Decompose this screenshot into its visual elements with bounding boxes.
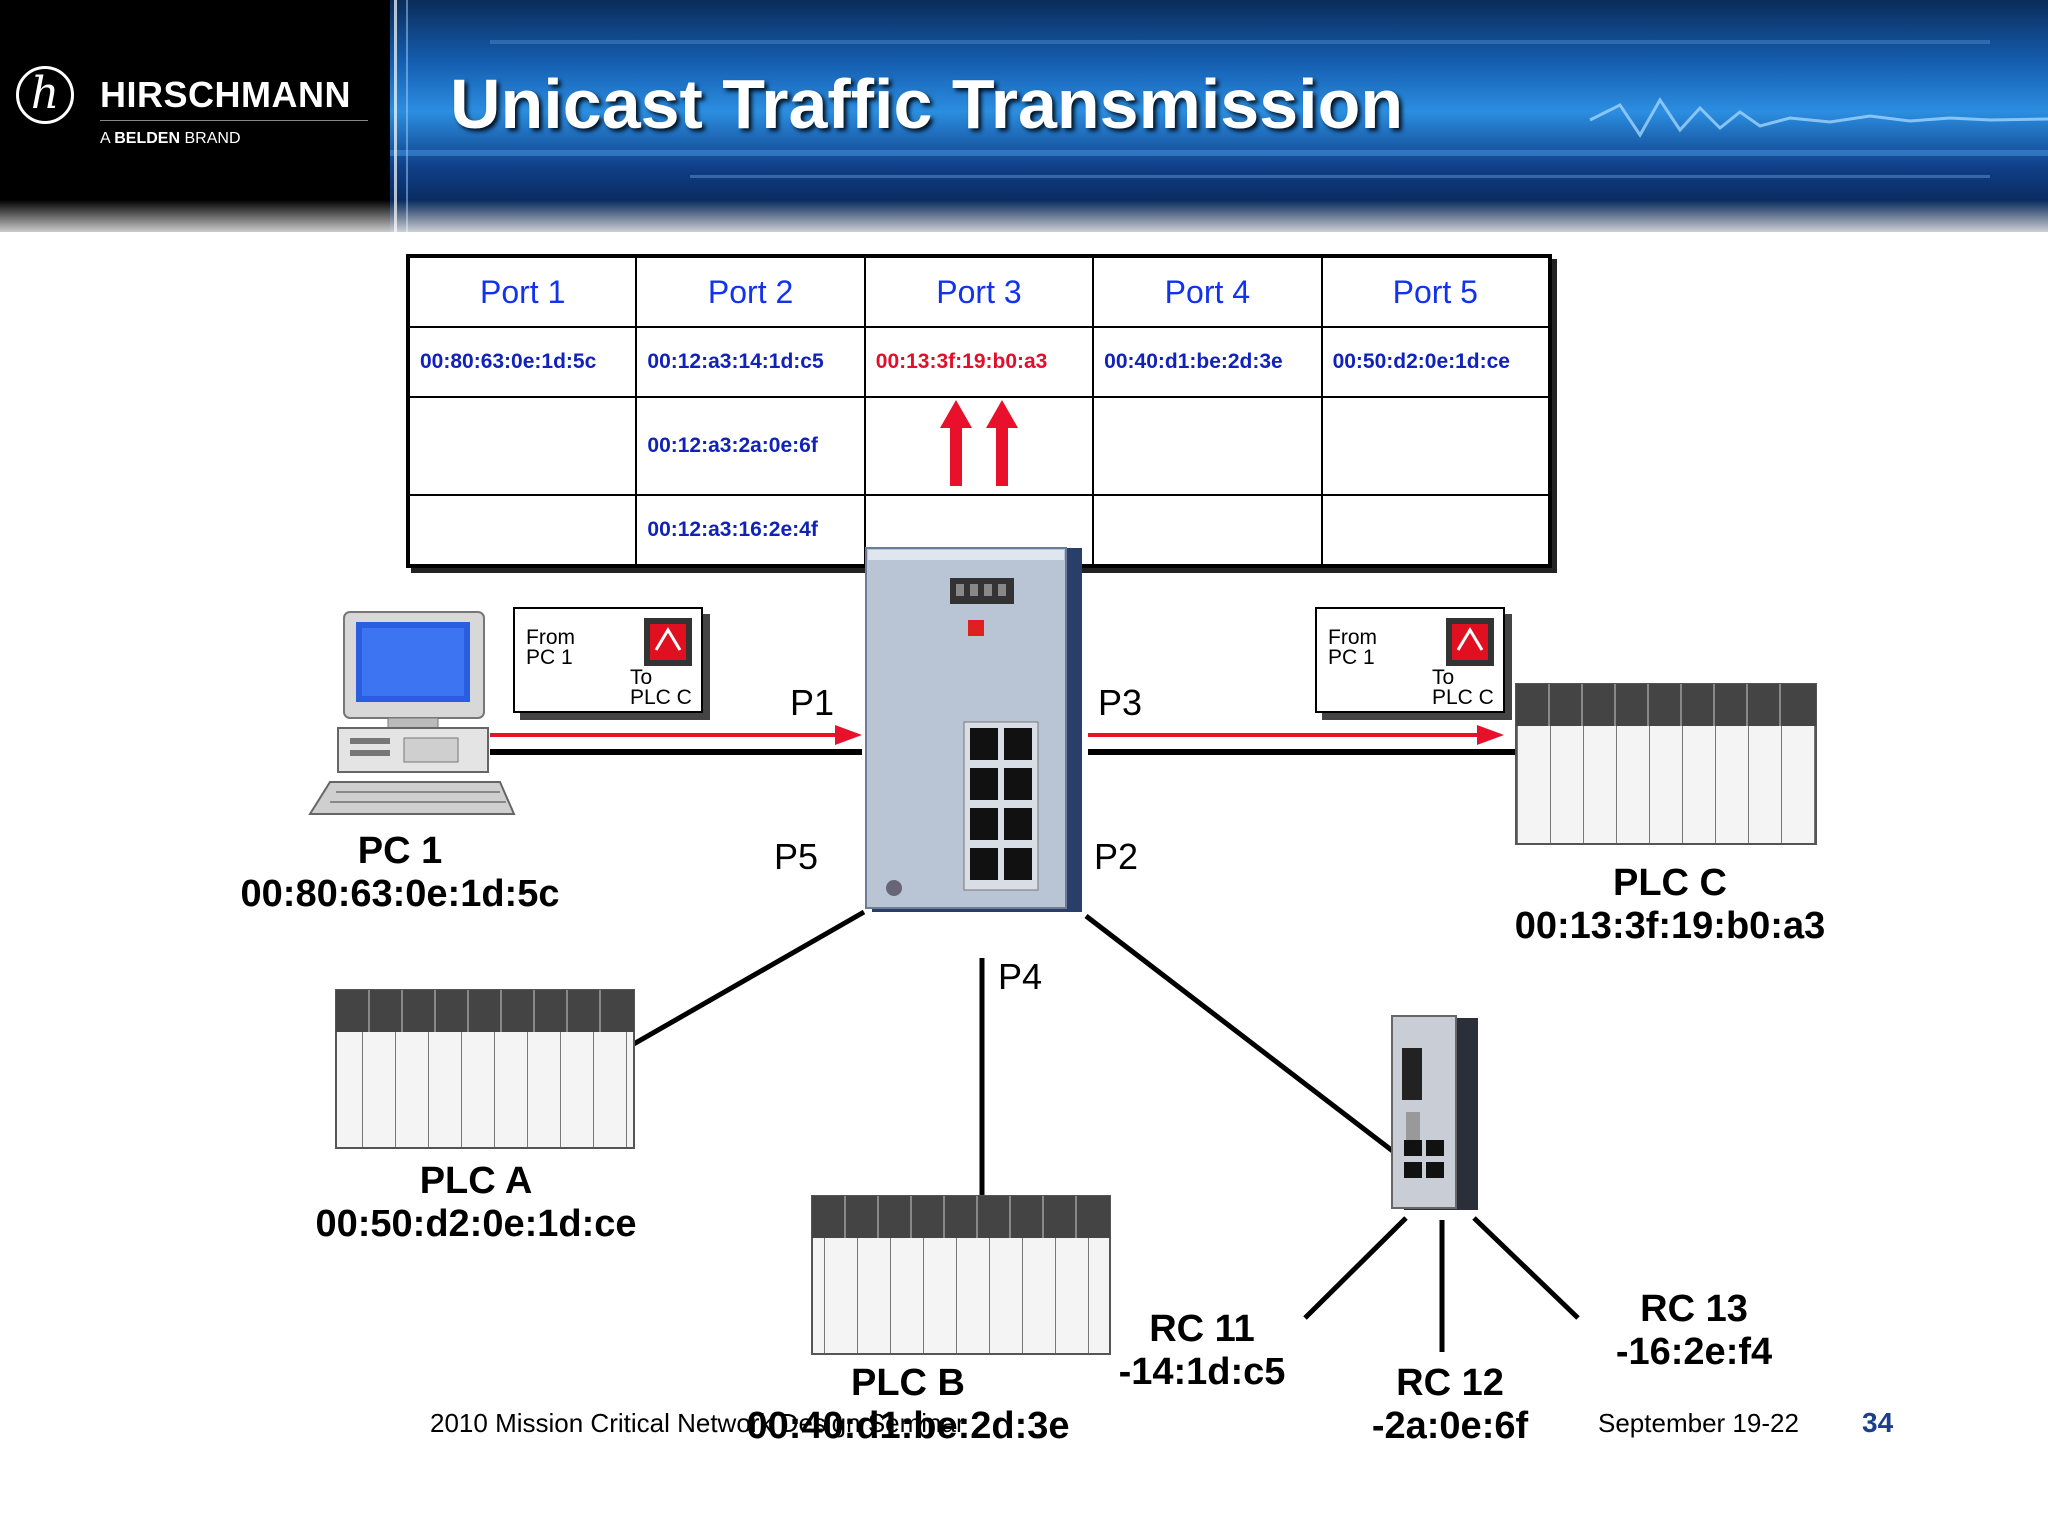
- plc-b-label: PLC B 00:40:d1:be:2d:3e: [708, 1362, 1108, 1448]
- table-cell: 00:40:d1:be:2d:3e: [1092, 326, 1323, 398]
- footer-seminar: 2010 Mission Critical Network Design Sem…: [430, 1408, 965, 1438]
- column-header: Port 2: [635, 255, 866, 328]
- table-cell: 00:12:a3:14:1d:c5: [635, 326, 866, 398]
- device-name: PLC A: [419, 1160, 533, 1202]
- rc11-label: RC 11 -14:1d:c5: [1082, 1308, 1322, 1394]
- table-cell: [1092, 396, 1323, 496]
- plc-c-icon: [1515, 683, 1817, 845]
- brand-subtitle: A BELDEN BRAND: [100, 130, 241, 147]
- brand-rule: [100, 120, 368, 121]
- plc-b-icon: [811, 1195, 1111, 1355]
- main-switch-icon: [865, 547, 1082, 912]
- slide-header: h HIRSCHMANN A BELDEN BRAND Unicast Traf…: [0, 0, 2048, 232]
- table-cell: [406, 396, 638, 496]
- port-label-p3: P3: [1098, 682, 1143, 723]
- table-cell: [1092, 494, 1323, 567]
- link-p2-rs: [1084, 914, 1396, 1154]
- banner-divider-2: [406, 0, 408, 232]
- link-p5-plca: [630, 909, 866, 1048]
- frame-packet-left: [513, 607, 710, 720]
- banner-fade: [0, 200, 2048, 232]
- rc12-label: RC 12 -2a:0e:6f: [1330, 1362, 1570, 1448]
- plc-a-icon: [335, 989, 635, 1149]
- traffic-arrows: [490, 725, 1504, 745]
- table-cell: 00:80:63:0e:1d:5c: [406, 326, 638, 398]
- page-number: 34: [1862, 1407, 1894, 1438]
- device-mac: 00:40:d1:be:2d:3e: [746, 1405, 1070, 1447]
- plc-a-label: PLC A 00:50:d2:0e:1d:ce: [276, 1160, 676, 1246]
- rc13-label: RC 13 -16:2e:f4: [1574, 1288, 1814, 1374]
- table-cell: 00:50:d2:0e:1d:ce: [1320, 326, 1552, 398]
- connection-lines: [490, 749, 1580, 1352]
- banner-divider: [394, 0, 397, 232]
- device-mac: 00:50:d2:0e:1d:ce: [315, 1203, 637, 1245]
- port-label-p2: P2: [1094, 836, 1139, 877]
- link-rs-rc13: [1472, 1216, 1580, 1320]
- device-name: RC 11: [1149, 1308, 1255, 1350]
- plc-c-label: PLC C 00:13:3f:19:b0:a3: [1470, 862, 1870, 948]
- table-header-row: Port 1 Port 2 Port 3 Port 4 Port 5: [406, 255, 1552, 328]
- device-name: RC 13: [1640, 1288, 1748, 1330]
- table-cell: [1320, 494, 1552, 567]
- footer-date: September 19-22: [1598, 1408, 1799, 1438]
- column-header: Port 1: [406, 255, 638, 328]
- mac-address-table: Port 1 Port 2 Port 3 Port 4 Port 5 00:80…: [406, 254, 1552, 568]
- table-cell: [1320, 396, 1552, 496]
- rail-switch-icon: [1391, 1015, 1478, 1210]
- header-banner: [390, 0, 2048, 232]
- device-mac: 00:80:63:0e:1d:5c: [240, 873, 560, 915]
- table-cell: 00:12:a3:16:2e:4f: [635, 494, 866, 567]
- port-label-p4: P4: [998, 956, 1043, 997]
- column-header: Port 3: [863, 255, 1095, 328]
- device-name: PC 1: [357, 830, 443, 872]
- up-arrows-icon: [939, 400, 1018, 486]
- device-name: PLC C: [1613, 862, 1727, 904]
- arrow-head-icon: [1477, 725, 1504, 745]
- port-label-p5: P5: [774, 836, 819, 877]
- device-mac: 00:13:3f:19:b0:a3: [1514, 905, 1826, 947]
- banner-wave-graphic: [390, 40, 2048, 178]
- frame-packet-right: [1315, 607, 1512, 720]
- hirschmann-logo-icon: h: [16, 66, 74, 124]
- table-row: 00:80:63:0e:1d:5c 00:12:a3:14:1d:c5 00:1…: [406, 326, 1552, 398]
- logo-panel: h HIRSCHMANN A BELDEN BRAND: [0, 0, 390, 232]
- table-cell-arrows: [863, 396, 1095, 496]
- pc1-computer-icon: [308, 611, 516, 815]
- device-mac: -14:1d:c5: [1118, 1351, 1286, 1393]
- device-mac: -16:2e:f4: [1615, 1331, 1773, 1373]
- arrow-head-icon: [835, 725, 862, 745]
- pc1-label: PC 1 00:80:63:0e:1d:5c: [200, 830, 600, 916]
- column-header: Port 5: [1320, 255, 1552, 328]
- port-label-p1: P1: [790, 682, 835, 723]
- column-header: Port 4: [1092, 255, 1323, 328]
- device-mac: -2a:0e:6f: [1371, 1405, 1529, 1447]
- brand-name: HIRSCHMANN: [100, 74, 351, 115]
- slide-title: Unicast Traffic Transmission: [450, 65, 1404, 143]
- device-name: RC 12: [1396, 1362, 1504, 1404]
- table-row: 00:12:a3:2a:0e:6f: [406, 396, 1552, 496]
- link-rs-rc11: [1303, 1216, 1408, 1320]
- table-cell: [406, 494, 638, 567]
- table-cell-highlighted: 00:13:3f:19:b0:a3: [863, 326, 1095, 398]
- table-cell: 00:12:a3:2a:0e:6f: [635, 396, 866, 496]
- device-name: PLC B: [851, 1362, 965, 1404]
